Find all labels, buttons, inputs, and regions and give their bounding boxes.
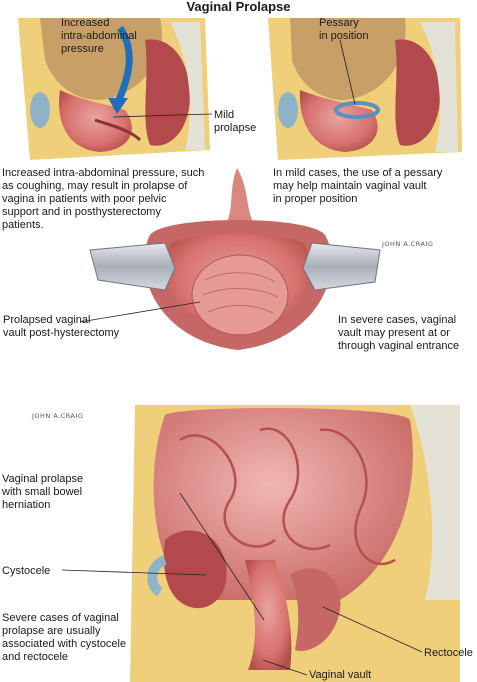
label-rectocele: Rectocele bbox=[424, 647, 473, 659]
label-cystocele: Cystocele bbox=[2, 565, 51, 577]
caption-top-left: Increased intra-abdominal pressure, such… bbox=[2, 167, 205, 231]
label-pessary: Pessary in position bbox=[319, 17, 369, 42]
label-severe-cases: In severe cases, vaginal vault may prese… bbox=[338, 314, 460, 352]
label-bowel-herniation: Vaginal prolapse with small bowel hernia… bbox=[2, 473, 84, 511]
panel-top-right bbox=[268, 18, 462, 160]
label-increased-pressure: Increased intra-abdominal pressure bbox=[61, 17, 137, 55]
figure-title: Vaginal Prolapse bbox=[186, 0, 291, 14]
panel-middle bbox=[79, 168, 381, 350]
caption-top-right: In mild cases, the use of a pessary may … bbox=[273, 167, 443, 205]
label-prolapsed-vault: Prolapsed vaginal vault post-hysterectom… bbox=[3, 314, 120, 339]
caption-severe-associated: Severe cases of vaginal prolapse are usu… bbox=[2, 612, 127, 663]
panel-top-left bbox=[18, 18, 213, 160]
artist-signature-bottom: JOHN A.CRAIG bbox=[32, 412, 84, 420]
artist-signature-top: JOHN A.CRAIG bbox=[382, 240, 434, 248]
label-mild-prolapse: Mild prolapse bbox=[214, 109, 257, 134]
label-vaginal-vault: Vaginal vault bbox=[309, 669, 372, 681]
panel-bottom bbox=[61, 405, 460, 682]
